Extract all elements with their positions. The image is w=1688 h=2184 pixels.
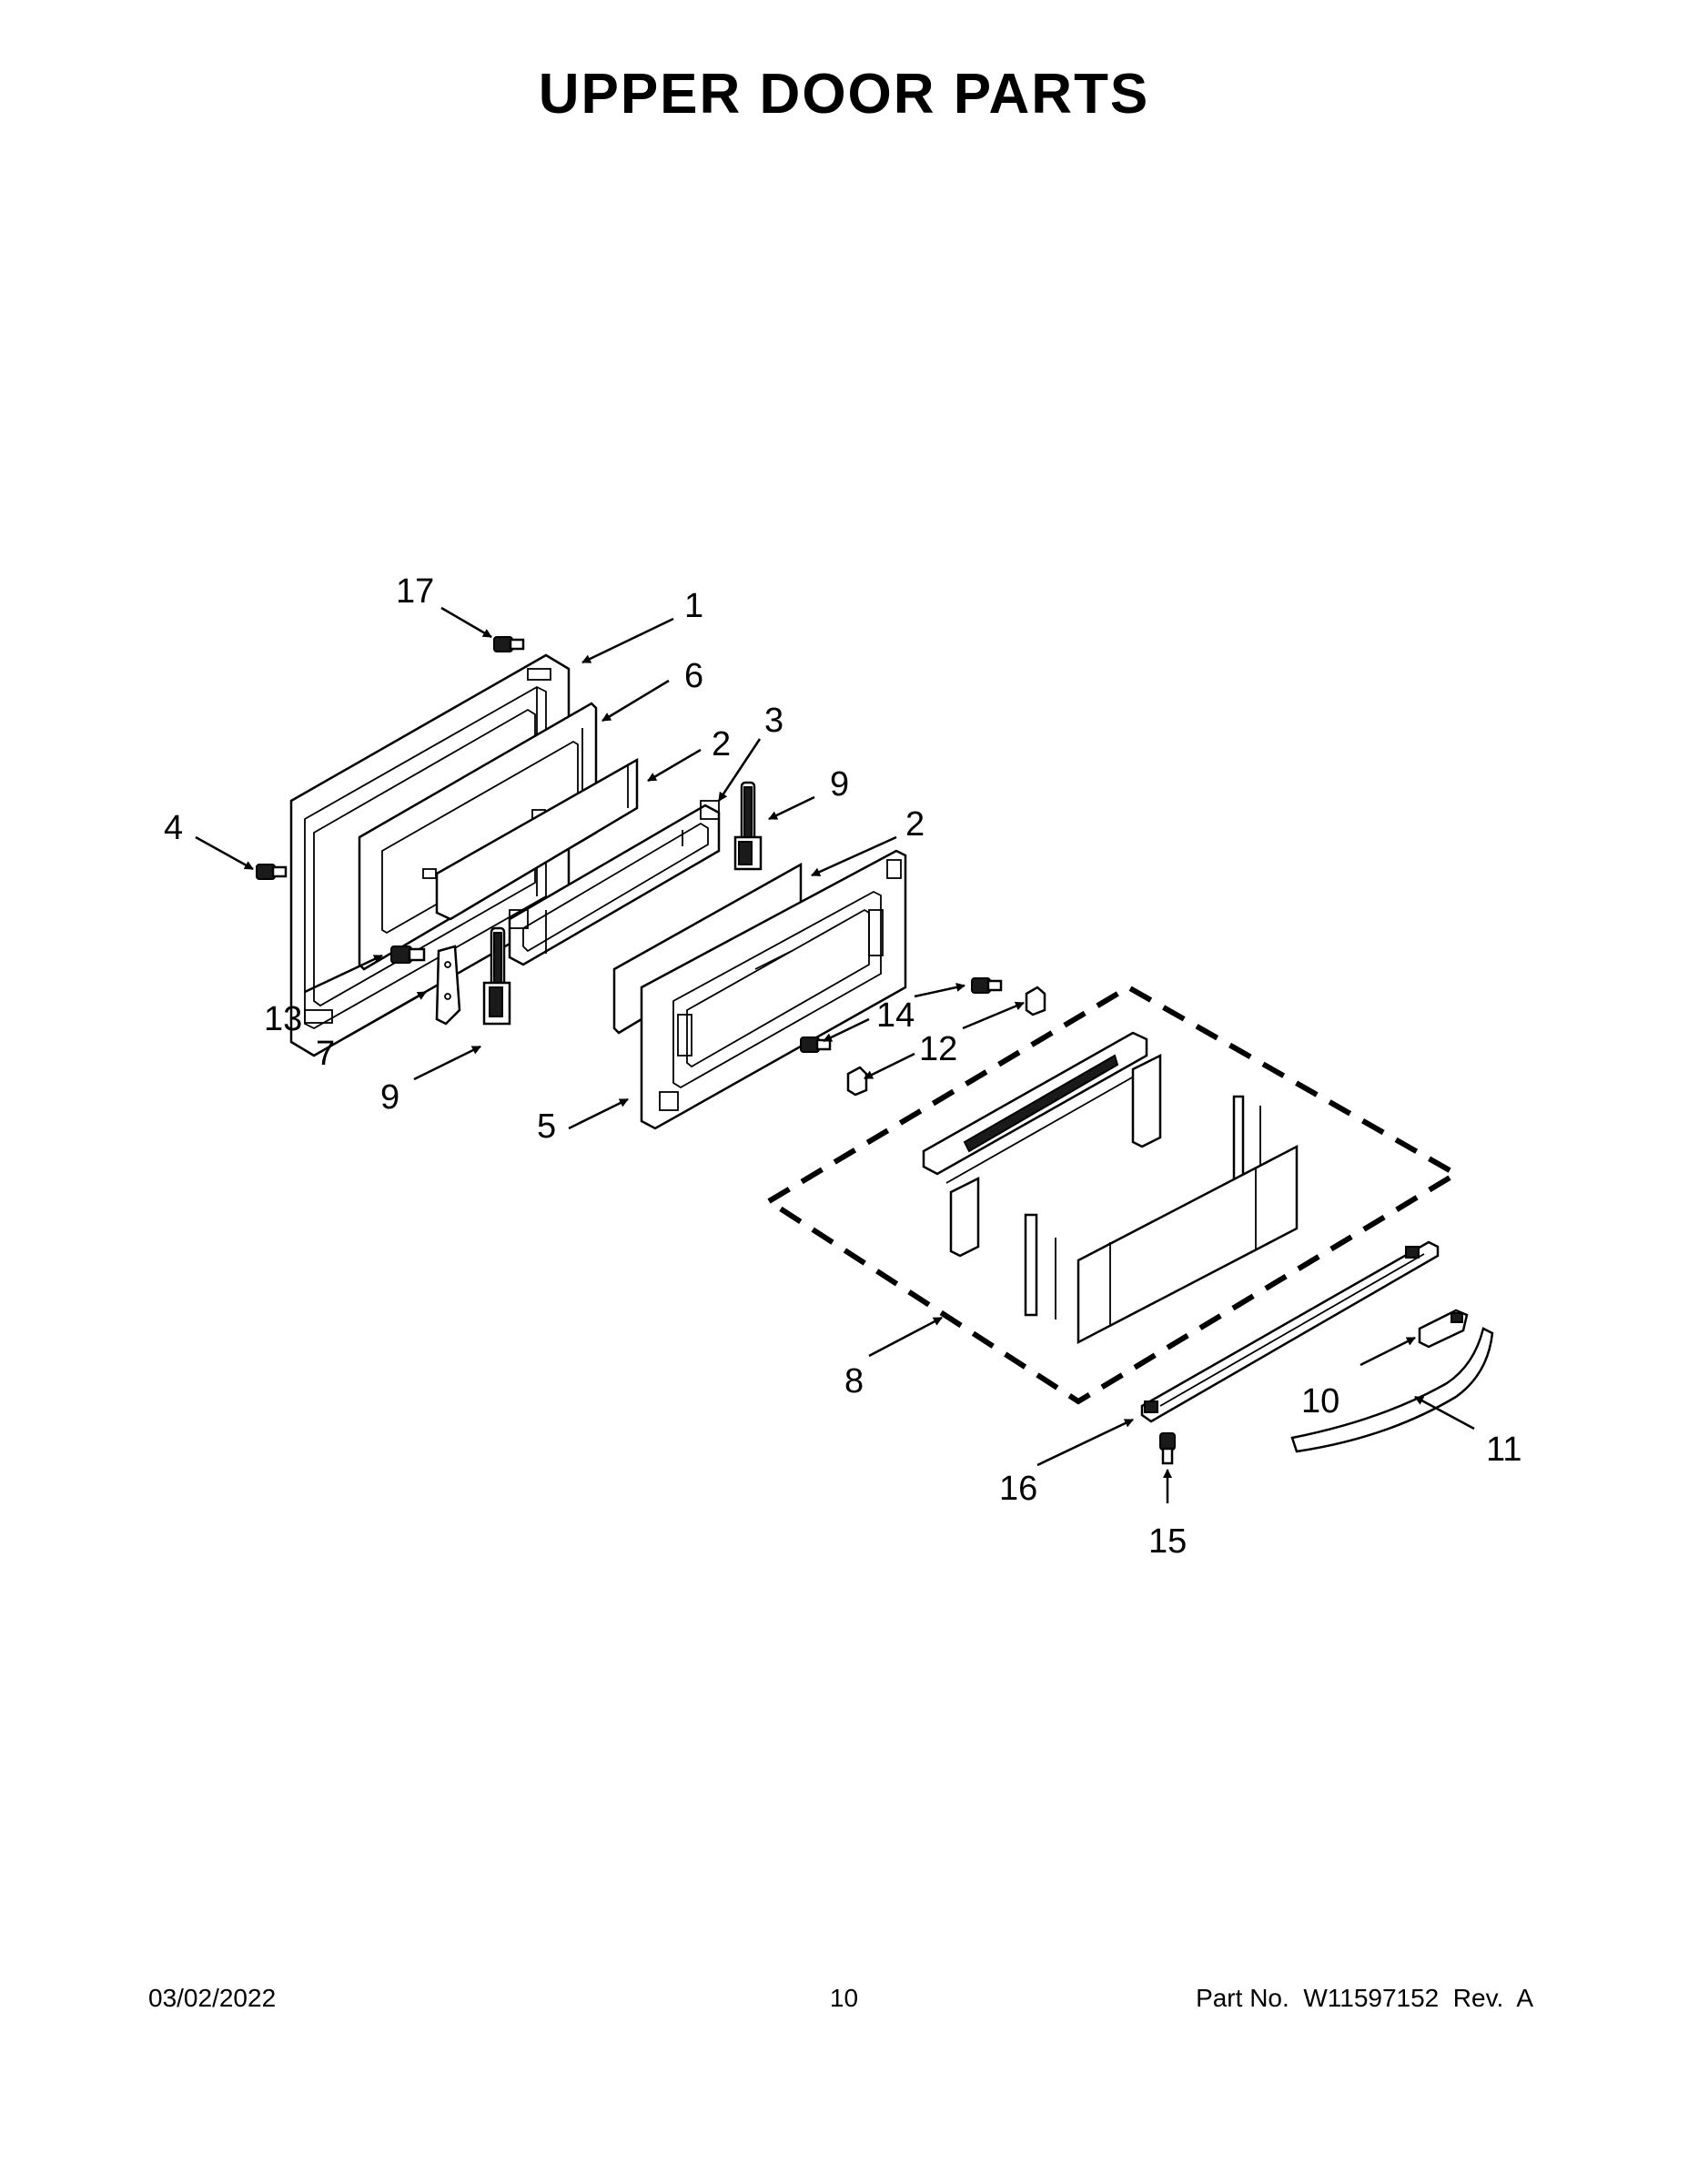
part-4-screw <box>256 864 288 880</box>
callout-8: 8 <box>844 1362 864 1400</box>
callout-3: 3 <box>764 702 783 740</box>
callout-9-right: 9 <box>830 765 849 804</box>
callout-labels: 17 1 6 2 3 9 2 4 13 7 9 14 12 5 8 10 11 … <box>164 572 1521 1561</box>
part-11-handle <box>1290 1327 1494 1453</box>
footer-date: 03/02/2022 <box>148 1984 277 2012</box>
part-14-screws <box>800 977 1003 1053</box>
callout-1: 1 <box>684 587 703 625</box>
callout-11: 11 <box>1486 1431 1521 1469</box>
part-5-inner-door <box>640 849 907 1130</box>
part-15-screw <box>1159 1432 1176 1465</box>
callout-10: 10 <box>1301 1382 1339 1421</box>
callout-5: 5 <box>537 1107 556 1146</box>
part-17-screw <box>493 636 525 652</box>
part-7-hinge-receiver <box>435 945 461 1026</box>
page-title: UPPER DOOR PARTS <box>538 63 1150 126</box>
callout-2-upper: 2 <box>712 725 731 763</box>
callout-16: 16 <box>999 1470 1037 1508</box>
leader-lines <box>195 606 1475 1503</box>
part-8-handle-assembly <box>763 984 1461 1405</box>
part-10-end-cap <box>1418 1309 1469 1349</box>
part-2-glass-upper <box>435 757 639 921</box>
callout-4: 4 <box>164 809 183 847</box>
part-13-screw <box>390 945 426 964</box>
part-16-handle-rail <box>1140 1240 1440 1423</box>
callout-12: 12 <box>919 1030 957 1068</box>
footer-part-number: Part No. W11597152 Rev. A <box>1196 1984 1533 2012</box>
callout-2-lower: 2 <box>905 805 925 844</box>
part-9-hinge-right <box>733 781 763 871</box>
callout-14: 14 <box>876 996 915 1035</box>
part-3-glass-bracket <box>508 800 721 966</box>
footer-page-number: 10 <box>829 1984 859 2012</box>
callout-6: 6 <box>684 657 703 695</box>
callout-13: 13 <box>264 1000 302 1038</box>
callout-9-left: 9 <box>380 1078 399 1117</box>
part-9-hinge-left <box>482 926 511 1026</box>
callout-7: 7 <box>316 1035 335 1073</box>
callout-17: 17 <box>396 572 434 611</box>
callout-15: 15 <box>1148 1522 1187 1561</box>
part-12-clips <box>846 986 1046 1097</box>
